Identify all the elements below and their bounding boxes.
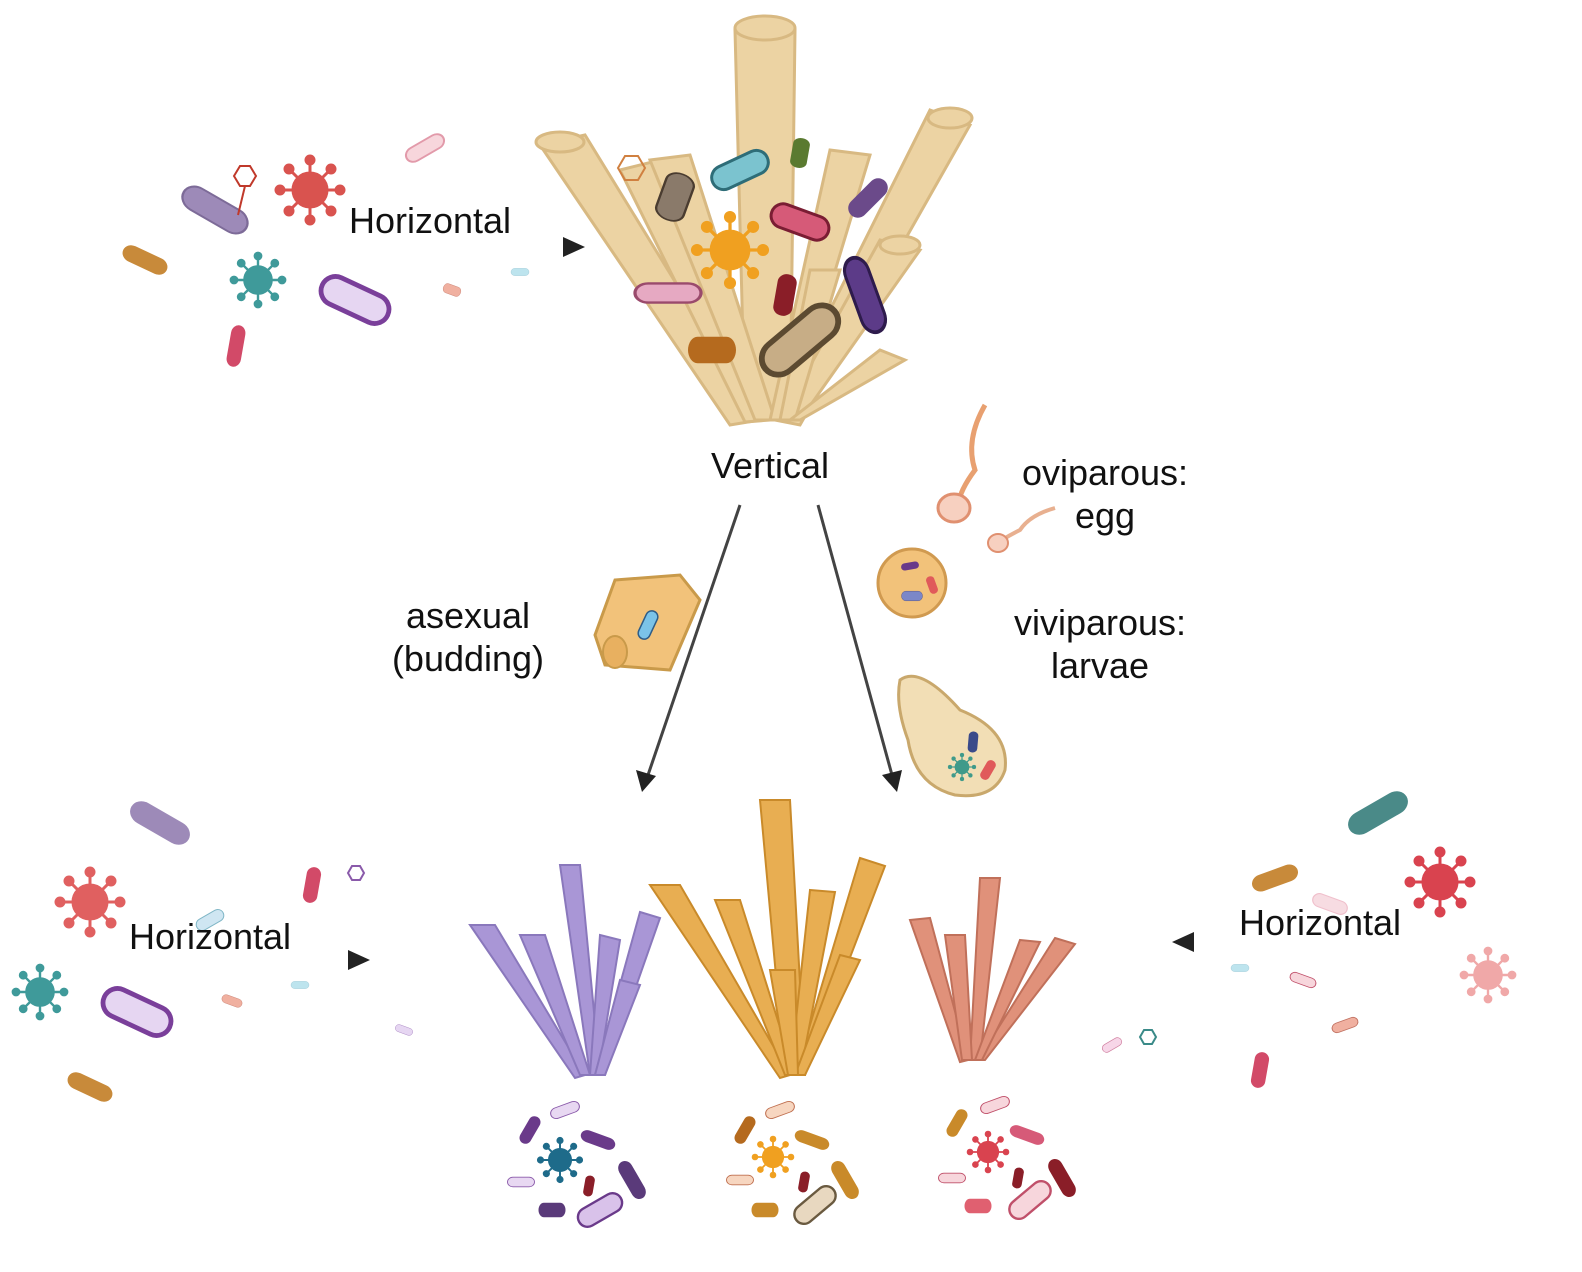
oviparous-label-line1: oviparous:	[1021, 452, 1189, 493]
asexual-label-line2: (budding)	[391, 638, 545, 679]
environment-microbes-top-left	[119, 130, 530, 368]
vertical-arrow-right	[816, 504, 902, 792]
viviparous-label-line1: viviparous:	[1013, 602, 1187, 643]
offspring-microbiome-purple	[507, 1099, 649, 1232]
vertical-label: Vertical	[710, 445, 830, 486]
parent-sponge-icon	[534, 14, 974, 427]
horizontal-label-top: Horizontal	[348, 200, 512, 241]
offspring-microbiome-salmon	[938, 1094, 1079, 1224]
horizontal-arrow-left	[88, 950, 370, 970]
horizontal-arrow-right	[1172, 932, 1445, 952]
horizontal-arrow-top	[305, 237, 585, 257]
parent-microbiome	[616, 136, 892, 382]
offspring-sponge-orange	[648, 799, 887, 1080]
viviparous-label-line2: larvae	[1050, 645, 1150, 686]
offspring-sponge-purple	[468, 864, 662, 1080]
vertical-arrow-left	[636, 504, 742, 792]
offspring-sponge-salmon	[908, 877, 1077, 1064]
environment-microbes-right	[1100, 786, 1518, 1089]
sperm-icon	[936, 403, 1056, 553]
egg-icon	[876, 547, 948, 619]
horizontal-label-right: Horizontal	[1238, 902, 1402, 943]
horizontal-label-left: Horizontal	[128, 916, 292, 957]
asexual-label-line1: asexual	[405, 595, 531, 636]
bud-fragment-icon	[593, 573, 702, 672]
environment-microbes-left	[10, 796, 414, 1105]
offspring-microbiome-orange	[726, 1099, 862, 1229]
oviparous-label-line2: egg	[1074, 495, 1136, 536]
larva-icon	[897, 674, 1007, 798]
